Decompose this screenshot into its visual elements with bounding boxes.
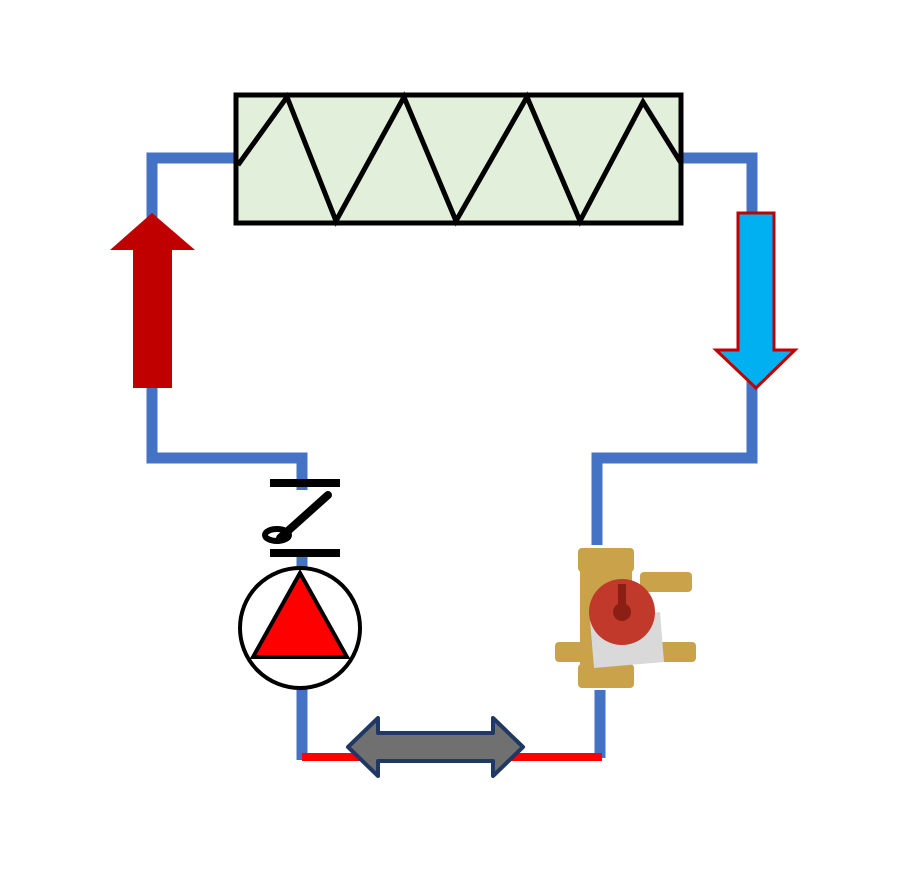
pipe-right [591,152,758,545]
pipe-left [146,152,308,490]
heat-exchanger [233,91,684,227]
valve-top-nut [578,548,634,572]
mixing-valve [555,548,696,688]
check-valve-hinge [262,526,292,544]
valve-port-left-lower [555,642,585,662]
valve-dial-indicator [618,584,626,604]
circulation-pump [238,566,362,690]
return-flow-arrow [712,211,799,391]
valve-dial-center-icon [613,603,631,621]
bidirectional-arrow [346,716,525,778]
check-valve [262,479,340,557]
valve-bottom-nut [578,664,634,688]
valve-port-right-upper [640,572,692,592]
pump-triangle-icon [249,568,351,659]
heat-exchanger-coil [235,91,684,227]
supply-flow-arrow [110,213,195,388]
